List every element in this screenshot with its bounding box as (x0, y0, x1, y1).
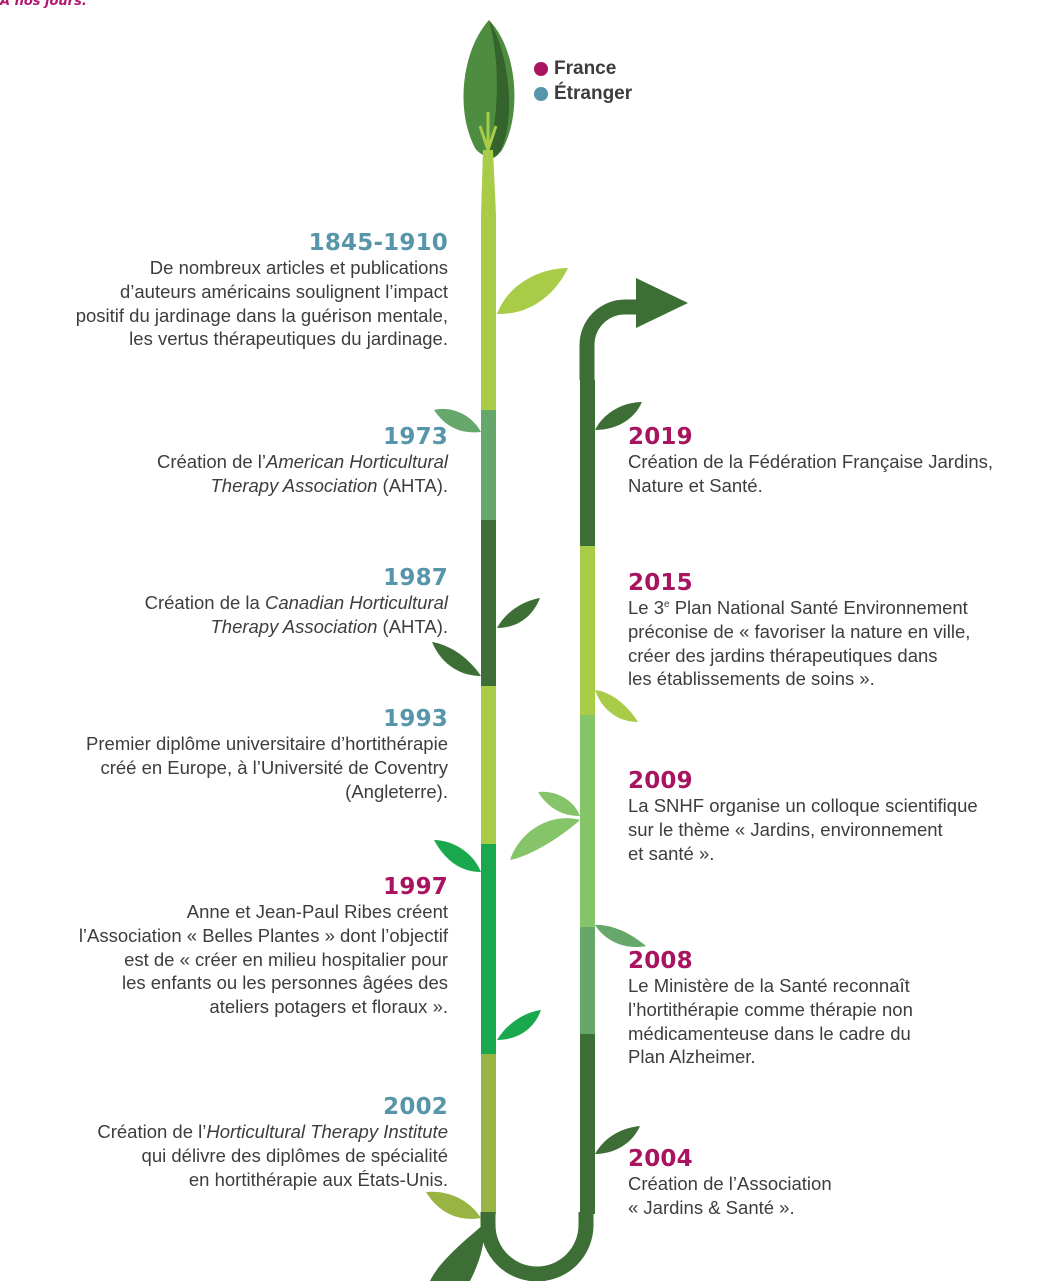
entry-description: Anne et Jean-Paul Ribes créent l’Associa… (78, 901, 448, 1018)
timeline-entry-2002: 2002 Création de l’Horticultural Therapy… (0, 1094, 450, 1191)
timeline-entry-1997: 1997 Anne et Jean-Paul Ribes créent l’As… (0, 874, 450, 1019)
entry-description: La SNHF organise un colloque scientifiqu… (628, 795, 978, 864)
timeline-entry-2015: 2015 Le 3e Plan National Santé Environne… (628, 570, 1053, 691)
timeline-entry-1845-1910: 1845-1910 De nombreux articles et public… (0, 230, 450, 351)
etranger-dot-icon (534, 86, 548, 101)
entry-description: Création de la Fédération Française Jard… (628, 451, 994, 496)
entry-year: 2019 (628, 424, 693, 450)
entry-year: 1993 (383, 706, 448, 732)
leaf-icon (497, 1010, 541, 1040)
leaf-icon (426, 1191, 481, 1219)
leaf-icon (595, 1126, 640, 1154)
timeline-entry-2009: 2009 La SNHF organise un colloque scient… (628, 768, 1053, 865)
leaf-icon (595, 402, 642, 430)
leaf-icon (595, 924, 646, 948)
legend-item-france: France (534, 56, 632, 81)
entry-description: Création de l’Horticultural Therapy Inst… (97, 1121, 448, 1190)
entry-year: 2009 (628, 768, 693, 794)
entry-description: De nombreux articles et publications d’a… (75, 257, 448, 350)
entry-description: Le 3e Plan National Santé Environnement … (628, 597, 971, 690)
header-title: À nos jours. (0, 0, 87, 9)
leaf-icon (434, 840, 481, 872)
entry-description: Le Ministère de la Santé reconnaît l’hor… (628, 975, 913, 1068)
leaf-icon (432, 642, 481, 676)
legend-label-france: France (554, 57, 617, 79)
leaf-icon (497, 598, 540, 628)
arrow-head-icon (636, 278, 688, 328)
timeline-entry-2008: 2008 Le Ministère de la Santé reconnaît … (628, 948, 1053, 1069)
timeline-entry-2004: 2004 Création de l’Association « Jardins… (628, 1146, 1053, 1220)
leaf-icon (497, 268, 568, 315)
entry-description: Création de l’American Horticultural The… (157, 451, 448, 496)
leaf-icon (595, 690, 638, 722)
timeline-entry-1973: 1973 Création de l’American Horticultura… (0, 424, 450, 498)
entry-description: Création de la Canadian Horticultural Th… (144, 592, 448, 637)
entry-year: 2004 (628, 1146, 693, 1172)
france-dot-icon (534, 61, 548, 76)
entry-year: 1987 (383, 565, 448, 591)
entry-year: 2008 (628, 948, 693, 974)
leaf-icon (510, 818, 580, 860)
entry-year: 1845-1910 (308, 230, 448, 256)
entry-description: Création de l’Association « Jardins & Sa… (628, 1173, 832, 1218)
timeline-entry-1993: 1993 Premier diplôme universitaire d’hor… (0, 706, 450, 803)
timeline-entry-2019: 2019 Création de la Fédération Française… (628, 424, 1053, 498)
leaf-icon (434, 408, 481, 433)
legend-label-etranger: Étranger (554, 82, 633, 104)
legend-item-etranger: Étranger (534, 81, 632, 106)
leaf-icon (538, 791, 580, 816)
timeline-entry-1987: 1987 Création de la Canadian Horticultur… (0, 565, 450, 639)
leaf-icon (430, 1224, 485, 1281)
entry-year: 1973 (383, 424, 448, 450)
entry-year: 2015 (628, 570, 693, 596)
entry-year: 1997 (383, 874, 448, 900)
entry-description: Premier diplôme universitaire d’hortithé… (86, 733, 448, 802)
legend: France Étranger (534, 56, 632, 106)
entry-year: 2002 (383, 1094, 448, 1120)
